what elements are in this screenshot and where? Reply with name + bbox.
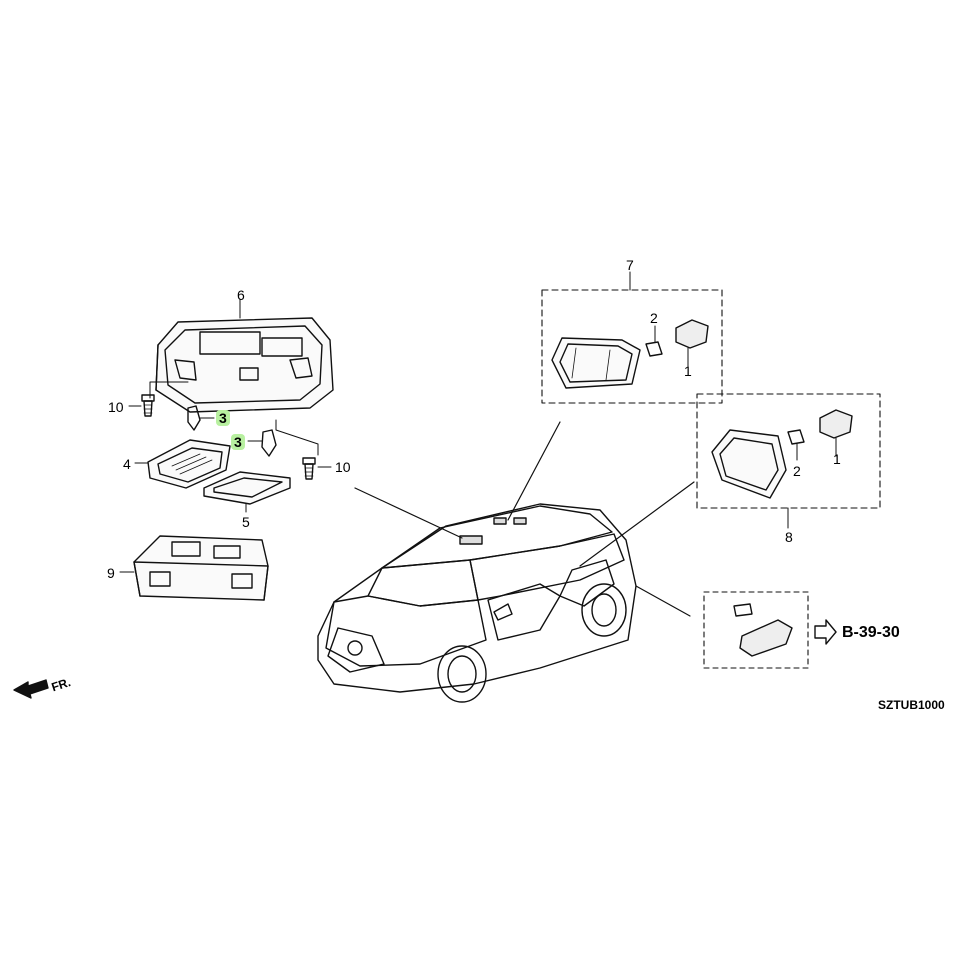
bulb-part [787,429,805,461]
overhead-console-part [155,299,334,413]
bulb-part [247,429,277,457]
callout-6: 6 [237,287,245,303]
socket-part [675,319,709,367]
vehicle-illustration [317,503,637,703]
callout-7: 7 [626,257,634,273]
socket-part [819,409,853,457]
map-lamp-lens-part [551,337,641,389]
front-arrow-icon [13,679,49,699]
lens-part [203,471,291,513]
callout-10: 10 [335,459,351,475]
callout-9: 9 [107,565,115,581]
reference-code: B-39-30 [842,624,900,641]
screw-part [302,457,332,480]
courtesy-lamp-lens-part [711,429,787,499]
callout-10: 10 [108,399,124,415]
diagram-code: SZTUB1000 [878,698,945,712]
callout-3-highlighted: 3 [231,434,245,450]
callout-1: 1 [833,451,841,467]
callout-8: 8 [785,529,793,545]
lens-part [134,439,231,489]
lamp-box-part [119,535,269,601]
bulb-part [645,325,663,357]
callout-3-highlighted: 3 [216,410,230,426]
callout-4: 4 [123,456,131,472]
bulb-part [187,405,215,431]
reference-arrow-icon [814,619,837,645]
callout-1: 1 [684,363,692,379]
callout-5: 5 [242,514,250,530]
switch-part [733,603,793,657]
callout-2: 2 [793,463,801,479]
callout-2: 2 [650,310,658,326]
screw-part [128,394,155,417]
